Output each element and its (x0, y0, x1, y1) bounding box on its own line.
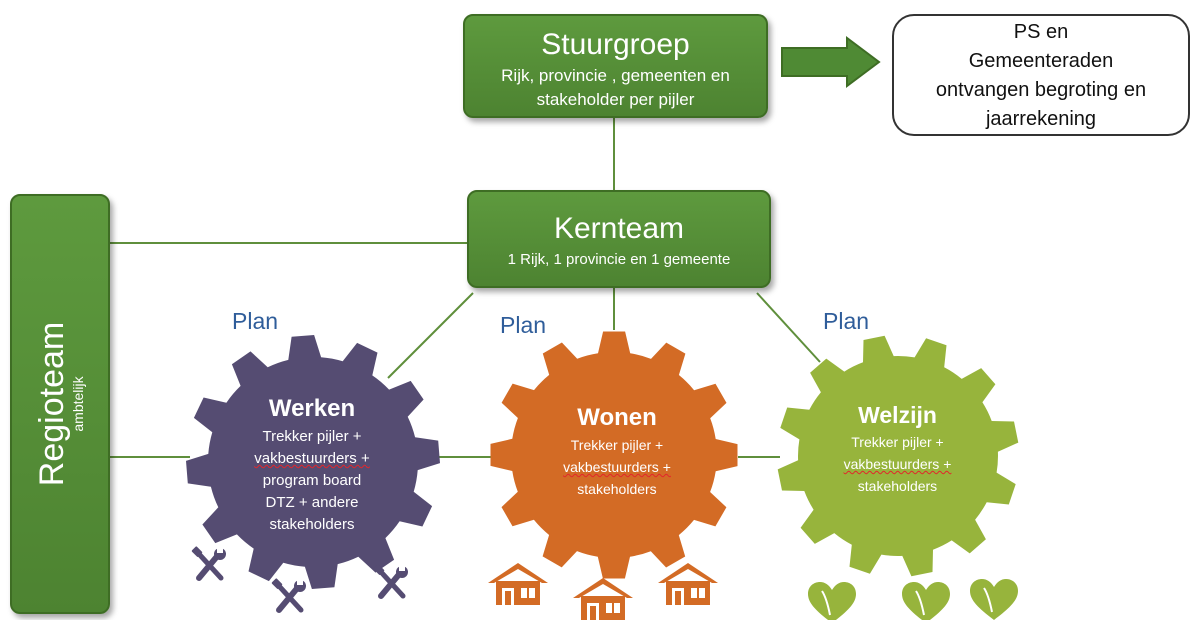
wonen-line-3: stakeholders (577, 481, 657, 497)
house-icon (488, 563, 548, 605)
welzijn-title: Welzijn (858, 402, 937, 428)
ps-line-1: PS en (1013, 21, 1069, 43)
tools-icon (271, 578, 306, 613)
ps-line-4: jaarrekening (985, 108, 1097, 130)
ps-line-2: Gemeenteraden (968, 50, 1114, 72)
kernteam-box: Kernteam 1 Rijk, 1 provincie en 1 gemeen… (467, 190, 771, 288)
wonen-line-2-text: vakbestuurders + (563, 459, 671, 475)
house-icon (658, 563, 718, 605)
regioteam-subtitle: ambtelijk (70, 376, 86, 432)
plan-label-welzijn: Plan (823, 308, 870, 334)
ps-line-3: ontvangen begroting en (935, 79, 1147, 101)
kernteam-subtitle: 1 Rijk, 1 provincie en 1 gemeente (507, 251, 731, 268)
welzijn-line-2: vakbestuurders + (815, 454, 980, 474)
werken-gear (186, 335, 440, 589)
house-icon (573, 578, 633, 620)
stuurgroep-title: Stuurgroep (541, 28, 690, 61)
arrow-right-icon (781, 36, 881, 88)
welzijn-line-3: stakeholders (857, 478, 938, 494)
werken-line-4: DTZ + andere (265, 494, 359, 511)
heart-icon (902, 582, 950, 620)
plan-label-wonen: Plan (500, 312, 547, 338)
kernteam-title: Kernteam (553, 212, 685, 245)
stuurgroep-subtitle: Rijk, provincie , gemeenten en stakehold… (501, 66, 730, 109)
regioteam-box: Regioteam ambtelijk (10, 194, 110, 614)
stuurgroep-box: Stuurgroep Rijk, provincie , gemeenten e… (463, 14, 768, 118)
welzijn-gear-text: Welzijn Trekker pijler + vakbestuurders … (815, 400, 980, 496)
regioteam-label: Regioteam ambtelijk (33, 321, 86, 487)
werken-line-2: vakbestuurders + (232, 449, 392, 468)
heart-icon (808, 582, 856, 620)
wonen-gear (490, 331, 738, 579)
heart-icon (970, 579, 1018, 620)
wonen-title: Wonen (577, 404, 657, 431)
plan-label-werken: Plan (232, 308, 279, 334)
welzijn-gear (777, 335, 1019, 577)
werken-line-5: stakeholders (269, 516, 355, 533)
regioteam-title: Regioteam (33, 321, 71, 487)
werken-line-2-text: vakbestuurders + (254, 450, 370, 467)
werken-line-1: Trekker pijler + (262, 428, 362, 445)
connector-kernteam-werken (387, 292, 474, 379)
wonen-line-1: Trekker pijler + (570, 437, 664, 453)
tools-icon (373, 564, 408, 599)
werken-line-3: program board (262, 472, 362, 489)
wonen-gear-text: Wonen Trekker pijler + vakbestuurders + … (532, 403, 702, 499)
ps-gemeenteraden-box: PS en Gemeenteraden ontvangen begroting … (892, 14, 1190, 136)
werken-title: Werken (268, 395, 356, 422)
tools-icon (191, 546, 226, 581)
wonen-line-2: vakbestuurders + (532, 457, 702, 477)
werken-gear-text: Werken Trekker pijler + vakbestuurders +… (232, 394, 392, 534)
welzijn-line-2-text: vakbestuurders + (843, 456, 952, 472)
connector-kernteam-welzijn (756, 292, 821, 363)
welzijn-line-1: Trekker pijler + (851, 434, 944, 450)
